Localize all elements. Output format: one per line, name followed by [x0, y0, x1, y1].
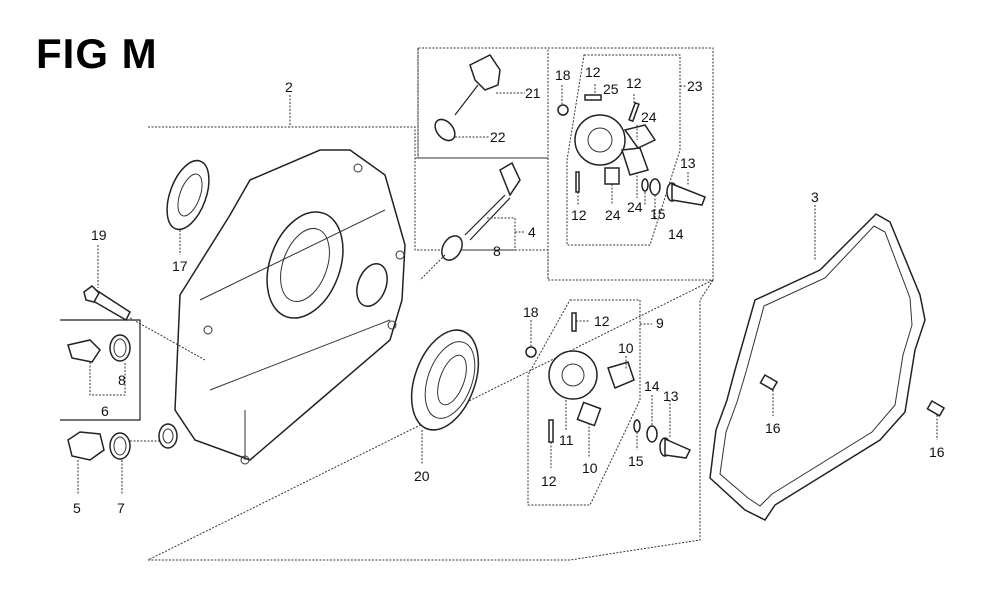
callout-14-b: 14 — [644, 378, 660, 394]
callout-15-b: 15 — [628, 453, 644, 469]
callout-12-b: 12 — [626, 75, 642, 91]
oil-pump-9 — [525, 312, 635, 443]
oil-level-gauge-21 — [454, 54, 501, 116]
crankcase-cover-group-outline — [147, 47, 715, 561]
callout-6: 6 — [101, 403, 109, 419]
washer-14 — [649, 178, 661, 196]
callout-8-shaft: 8 — [493, 243, 501, 259]
callout-22: 22 — [490, 129, 506, 145]
callout-12-d: 12 — [594, 313, 610, 329]
callout-10-upper: 10 — [618, 340, 634, 356]
drain-plug-5 — [67, 431, 105, 461]
o-ring-22 — [434, 118, 456, 142]
oil-pump-assy-23-outline — [566, 54, 681, 246]
oil-pump-assy-9-outline — [527, 299, 641, 506]
callout-19: 19 — [91, 227, 107, 243]
callout-14-a: 14 — [668, 226, 684, 242]
oil-seal-17 — [166, 159, 210, 231]
dowel-pin-16a — [759, 374, 779, 391]
callout-24-b: 24 — [605, 207, 621, 223]
callout-23: 23 — [687, 78, 703, 94]
callout-12-c: 12 — [571, 207, 587, 223]
bolt-13b — [659, 437, 692, 459]
callout-12-a: 12 — [585, 64, 601, 80]
callout-25: 25 — [603, 81, 619, 97]
washer-14b — [646, 425, 658, 443]
oil-seal-small — [158, 423, 178, 449]
callout-9: 9 — [656, 315, 664, 331]
governor-shaft-group-outline — [415, 157, 549, 280]
callout-17: 17 — [172, 258, 188, 274]
callout-20: 20 — [414, 468, 430, 484]
callout-12-e: 12 — [541, 473, 557, 489]
washer-15b — [633, 419, 641, 433]
ball-bearing-20 — [410, 329, 480, 431]
callout-18-a: 18 — [555, 67, 571, 83]
oil-pump-23 — [557, 94, 657, 193]
callout-5: 5 — [73, 500, 81, 516]
callout-7: 7 — [117, 500, 125, 516]
callout-13-b: 13 — [663, 388, 679, 404]
dowel-pin-16b — [926, 400, 946, 417]
callout-2: 2 — [285, 79, 293, 95]
washer-7 — [109, 432, 131, 460]
callout-15-a: 15 — [650, 206, 666, 222]
callout-3: 3 — [811, 189, 819, 205]
drain-plug-group-outline — [60, 319, 141, 421]
bolt-13 — [666, 182, 706, 206]
callout-21: 21 — [525, 85, 541, 101]
callout-13-a: 13 — [680, 155, 696, 171]
callout-10-lower: 10 — [582, 460, 598, 476]
callout-8-drain: 8 — [118, 372, 126, 388]
washer-8 — [441, 235, 463, 261]
callout-16-a: 16 — [765, 420, 781, 436]
callout-11: 11 — [559, 432, 574, 448]
gasket-3 — [709, 213, 926, 521]
crankcase-cover-housing — [174, 149, 406, 465]
callout-24-a: 24 — [641, 109, 657, 125]
callout-4: 4 — [528, 224, 536, 240]
callout-16-b: 16 — [929, 444, 945, 460]
washer-15 — [641, 178, 649, 192]
callout-24-c: 24 — [627, 199, 643, 215]
flange-bolt-19 — [83, 285, 131, 322]
figure-title: FIG M — [36, 30, 158, 77]
drain-plug-with-oring — [67, 334, 131, 363]
governor-shaft-4 — [464, 161, 521, 241]
callout-18-b: 18 — [523, 304, 539, 320]
